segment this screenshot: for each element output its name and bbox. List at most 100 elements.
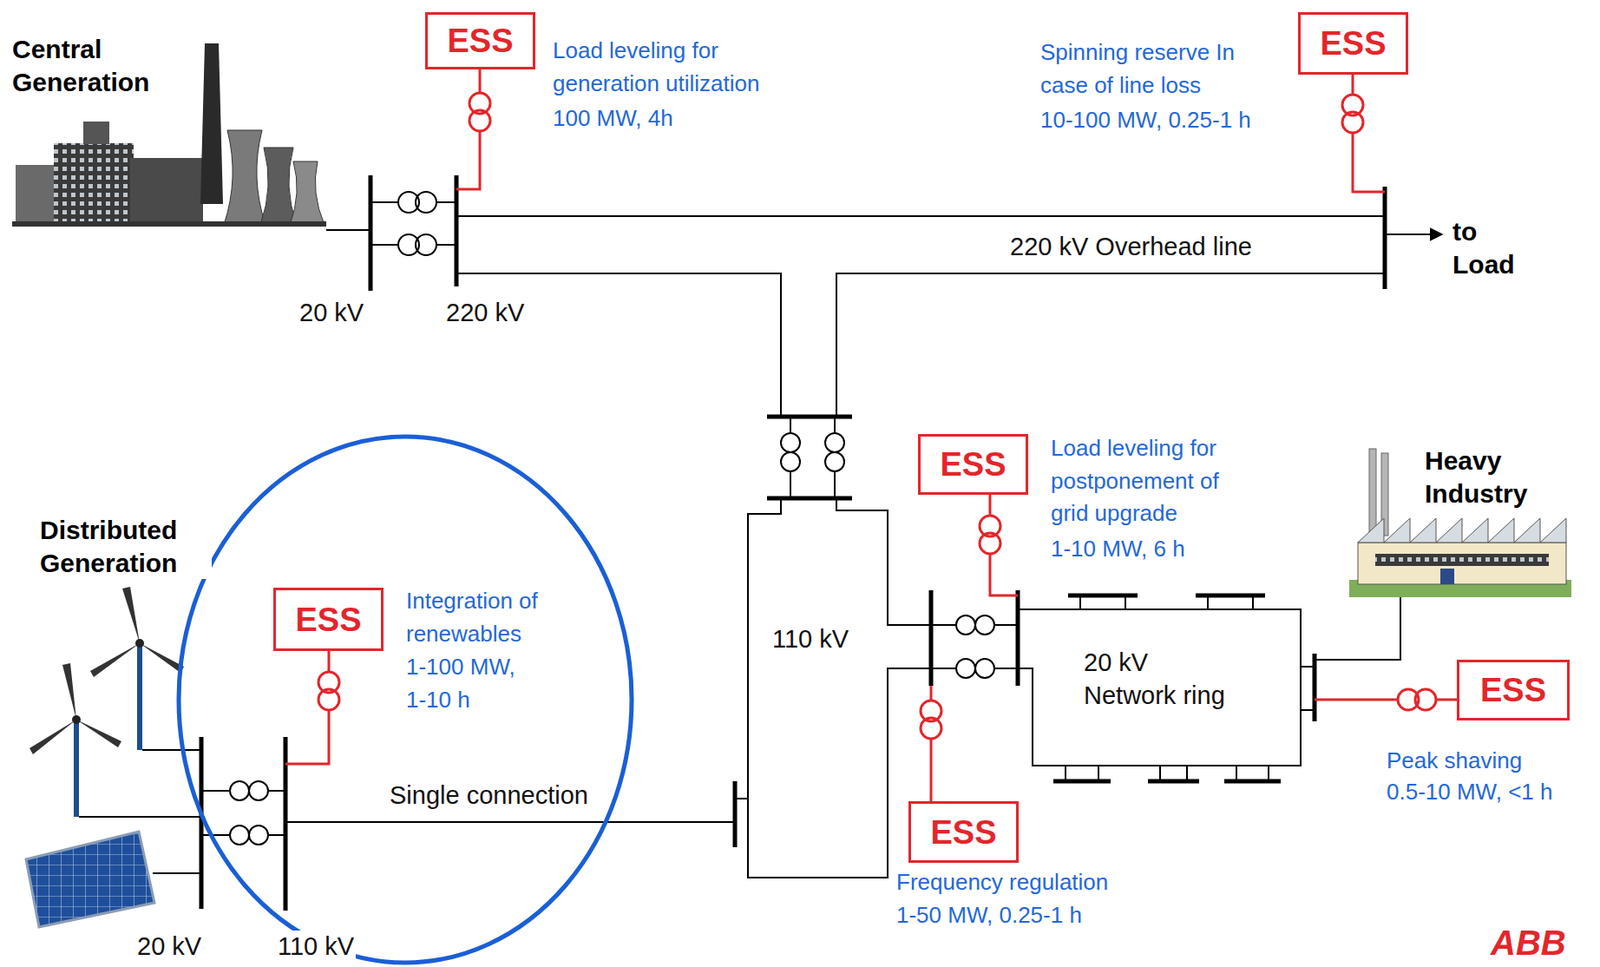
transformer-symbol — [956, 658, 976, 678]
wire — [836, 498, 932, 625]
ess-connection — [979, 532, 1001, 554]
wire — [370, 202, 457, 245]
factory — [1369, 448, 1377, 536]
wire — [456, 273, 781, 417]
busbar — [1312, 653, 1318, 722]
ess-box: ESS — [1456, 659, 1570, 721]
rating: 0.5-10 MW, <1 h — [1384, 775, 1555, 809]
annotation: Frequency regulation — [894, 865, 1110, 899]
busbar — [368, 175, 374, 291]
transformer-symbol — [956, 615, 976, 635]
ess-connection — [990, 494, 1018, 596]
voltage-label: 220 kV — [444, 296, 526, 330]
voltage-label: 20 kV — [135, 930, 204, 964]
load-label: to Load — [1450, 215, 1529, 281]
transformer-symbol — [825, 452, 845, 472]
annotation: Spinning reserve In case of line loss — [1038, 36, 1291, 102]
power-plant — [200, 43, 223, 204]
ess-label: ESS — [1480, 673, 1547, 707]
line-label: Single connection — [387, 779, 591, 813]
solar-panel — [26, 831, 155, 927]
ess-label: ESS — [295, 603, 361, 637]
voltage-label: 20 kV — [297, 296, 366, 330]
voltage-label: 110 kV — [275, 930, 356, 964]
ess-connection — [318, 688, 340, 710]
wind-turbine — [90, 586, 184, 677]
ess-box: ESS — [425, 12, 536, 70]
transformer-symbol — [780, 432, 800, 453]
busbar — [201, 175, 1385, 911]
annotation: Integration of renewables — [404, 584, 578, 650]
wind-turbine — [73, 719, 79, 817]
solar-panel — [26, 831, 155, 927]
power-plant — [223, 130, 266, 225]
wire — [790, 416, 835, 499]
ess-connection — [285, 69, 1457, 801]
wind-turbine — [29, 662, 122, 755]
ess-box: ESS — [273, 587, 384, 651]
wire — [1314, 596, 1401, 660]
wire — [456, 215, 1385, 217]
wire — [747, 498, 932, 878]
power-plant — [260, 147, 297, 225]
rating: 10-100 MW, 0.25-1 h — [1038, 104, 1253, 138]
transformer-symbol — [415, 234, 437, 256]
transformer-symbol — [975, 615, 995, 635]
transformer-symbol — [975, 658, 995, 678]
factory — [1357, 518, 1567, 543]
ess-connection — [930, 685, 933, 801]
factory — [1375, 553, 1549, 566]
ess-box: ESS — [918, 433, 1029, 495]
busbar — [931, 590, 1018, 686]
rating: 1-100 MW, 1-10 h — [404, 650, 526, 716]
wire — [931, 624, 1018, 669]
transformer-symbol — [825, 432, 845, 453]
factory — [1440, 568, 1455, 584]
rating: 1-50 MW, 0.25-1 h — [894, 898, 1084, 932]
ess-label: ESS — [446, 24, 513, 58]
ess-connection — [1342, 111, 1364, 133]
busbar — [454, 175, 460, 287]
ess-box: ESS — [1298, 12, 1409, 75]
ess-label: ESS — [939, 447, 1006, 481]
voltage-label: 110 kV — [770, 622, 851, 656]
busbar — [767, 416, 853, 499]
wind-turbine — [135, 638, 145, 648]
annotation: Peak shaving — [1384, 744, 1524, 778]
wind-turbine — [72, 714, 81, 724]
industry-title: Heavy Industry — [1422, 444, 1562, 510]
transformer-symbol — [249, 780, 269, 800]
rating: 1-10 MW, 6 h — [1049, 532, 1187, 566]
busbar — [1068, 593, 1266, 598]
region-ellipse — [178, 436, 632, 963]
busbar — [1383, 186, 1388, 289]
wire — [1065, 765, 1269, 781]
transformer-symbol — [229, 780, 250, 800]
wind-turbine — [29, 586, 184, 817]
busbar — [733, 780, 738, 847]
power-plant — [53, 143, 134, 225]
power-plant — [12, 221, 327, 227]
ess-connection — [1352, 74, 1385, 192]
ess-connection — [920, 717, 942, 739]
ess-connection — [1415, 688, 1437, 710]
transformer-symbol — [229, 191, 995, 845]
annotation: Load leveling for generation utilization — [550, 34, 820, 100]
transformer-symbol — [229, 825, 250, 845]
generation-title: Distributed Generation — [38, 513, 212, 579]
ring-label: 20 kV Network ring — [1081, 646, 1230, 712]
ess-box: ESS — [908, 800, 1019, 863]
power-plant — [130, 157, 204, 225]
line-label: 220 kV Overhead line — [1008, 230, 1254, 264]
power-plant — [83, 121, 110, 145]
plant-title: Central Generation — [10, 32, 184, 99]
ess-connection — [469, 110, 491, 132]
power-plant — [289, 161, 325, 225]
wind-turbine — [137, 642, 143, 750]
logo: ABB — [1488, 924, 1568, 960]
wire — [201, 790, 286, 835]
wire — [1384, 233, 1443, 236]
busbar — [1053, 779, 1281, 784]
ess-label: ESS — [1319, 26, 1386, 60]
